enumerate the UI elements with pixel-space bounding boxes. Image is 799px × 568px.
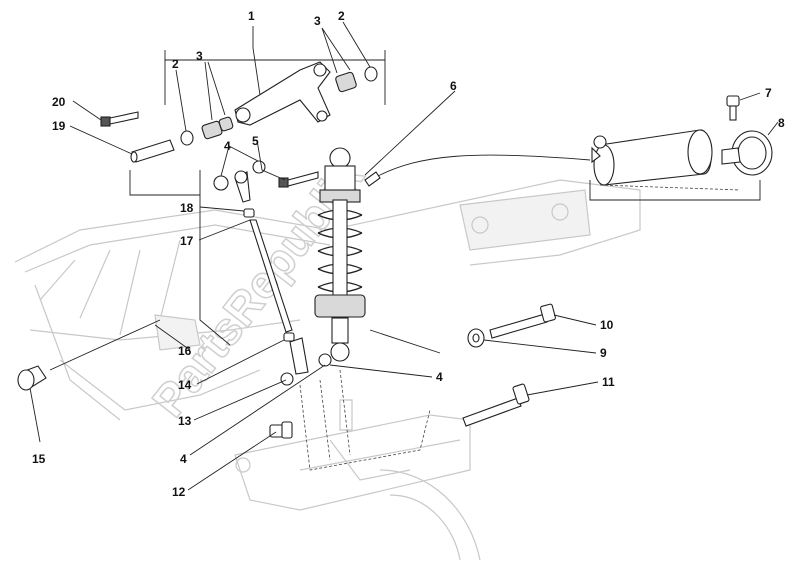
tie-rod — [213, 160, 332, 386]
swingarm-ghost — [234, 399, 481, 561]
callout-8: 8 — [778, 116, 785, 130]
spacer-19 — [130, 139, 175, 163]
callout-2-right: 2 — [338, 9, 345, 23]
clamp-8 — [721, 130, 773, 176]
callout-16: 16 — [178, 344, 192, 358]
callout-3-right: 3 — [314, 14, 321, 28]
callout-14: 14 — [178, 378, 192, 392]
rocker-linkage — [234, 61, 331, 126]
washer-9 — [467, 328, 485, 348]
callout-18: 18 — [180, 201, 194, 215]
callout-7: 7 — [765, 86, 772, 100]
callout-10: 10 — [600, 318, 614, 332]
callout-17: 17 — [180, 234, 194, 248]
callout-3-left: 3 — [196, 49, 203, 63]
callout-20: 20 — [52, 95, 66, 109]
callout-9: 9 — [600, 346, 607, 360]
reservoir — [377, 129, 713, 186]
callout-6: 6 — [450, 79, 457, 93]
frame-ghost — [14, 179, 641, 421]
bushing-15 — [17, 365, 47, 391]
bracket-lines — [129, 50, 761, 346]
callout-1: 1 — [248, 9, 255, 23]
callout-4-middle: 4 — [436, 370, 443, 384]
leader-lines — [29, 21, 779, 491]
callout-11: 11 — [602, 375, 615, 389]
callout-2-left: 2 — [172, 57, 179, 71]
callout-5: 5 — [252, 134, 259, 148]
bolt-5 — [278, 171, 319, 188]
callout-4-bottom: 4 — [180, 452, 187, 466]
callout-15: 15 — [32, 452, 46, 466]
callout-4-top: 4 — [224, 139, 231, 153]
callout-labels: 1 2 3 2 3 20 19 6 7 8 4 5 18 17 10 9 16 … — [32, 9, 785, 499]
screw-7 — [726, 95, 740, 121]
callout-19: 19 — [52, 119, 66, 133]
callout-12: 12 — [172, 485, 186, 499]
shock-absorber — [314, 147, 381, 362]
spacer-12 — [269, 421, 293, 439]
needle-bearings — [180, 66, 378, 146]
bolt-20 — [100, 111, 139, 127]
bolt-10 — [489, 303, 556, 339]
bolt-11 — [462, 383, 530, 427]
callout-13: 13 — [178, 414, 192, 428]
assembly-lines — [299, 184, 741, 471]
